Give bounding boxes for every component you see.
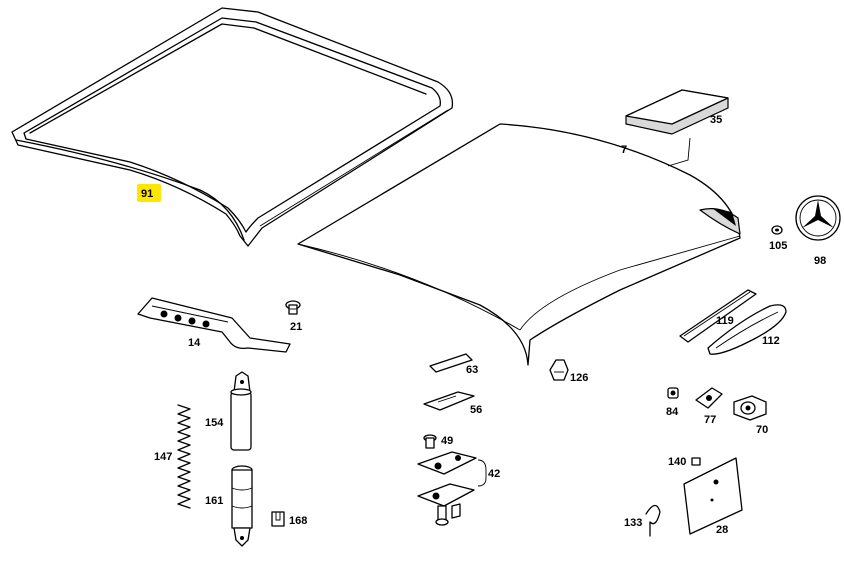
plate-drawing[interactable]	[429, 353, 473, 373]
screw-drawing[interactable]	[423, 434, 437, 449]
highlight-box	[137, 184, 161, 202]
lock-assembly-drawing[interactable]	[417, 451, 477, 526]
label-70[interactable]: 70	[756, 424, 768, 436]
label-49[interactable]: 49	[441, 435, 453, 447]
gas-spring-upper-drawing[interactable]	[230, 371, 252, 451]
label-168[interactable]: 168	[289, 515, 307, 527]
pad-drawing[interactable]	[625, 89, 729, 135]
label-21[interactable]: 21	[290, 321, 302, 333]
lock-frame-drawing[interactable]	[695, 387, 723, 409]
label-147[interactable]: 147	[154, 451, 172, 463]
lock-bracket	[477, 459, 487, 487]
star-emblem-drawing[interactable]	[795, 195, 841, 241]
pad-leader-line	[667, 137, 691, 167]
hinge-drawing[interactable]	[137, 297, 291, 353]
cover-plate-drawing[interactable]	[683, 457, 743, 535]
small-clip-drawing[interactable]	[271, 511, 285, 527]
handle-cover-drawing[interactable]	[707, 304, 787, 355]
label-77[interactable]: 77	[704, 414, 716, 426]
gasket-plate-drawing[interactable]	[423, 391, 475, 411]
small-cap-drawing[interactable]	[691, 457, 701, 466]
label-91[interactable]: 91	[141, 188, 153, 200]
label-112[interactable]: 112	[762, 335, 780, 347]
cable-drawing[interactable]	[645, 504, 661, 537]
label-98[interactable]: 98	[814, 255, 826, 267]
lock-cylinder-drawing[interactable]	[733, 395, 767, 421]
label-28[interactable]: 28	[716, 524, 728, 536]
label-35[interactable]: 35	[710, 114, 722, 126]
label-56[interactable]: 56	[470, 404, 482, 416]
label-14[interactable]: 14	[188, 337, 201, 349]
seal-gasket-drawing[interactable]	[11, 7, 454, 247]
label-7[interactable]: 7	[621, 144, 627, 156]
label-84[interactable]: 84	[666, 406, 679, 418]
label-105[interactable]: 105	[769, 240, 787, 252]
label-140[interactable]: 140	[668, 456, 686, 468]
bolt-drawing[interactable]	[285, 300, 301, 315]
coil-spring-drawing[interactable]	[177, 404, 191, 509]
label-133[interactable]: 133	[624, 517, 642, 529]
label-63[interactable]: 63	[466, 364, 478, 376]
washer-drawing[interactable]	[771, 225, 783, 235]
label-154[interactable]: 154	[205, 417, 224, 429]
nut-drawing[interactable]	[667, 387, 679, 399]
label-161[interactable]: 161	[205, 495, 223, 507]
label-126[interactable]: 126	[570, 372, 588, 384]
gas-spring-lower-drawing[interactable]	[231, 465, 253, 547]
label-42[interactable]: 42	[488, 468, 500, 480]
handle-strip-drawing[interactable]	[679, 289, 757, 343]
label-119[interactable]: 119	[716, 315, 734, 327]
trunk-lid-drawing[interactable]	[297, 123, 741, 366]
clip-drawing[interactable]	[549, 359, 569, 381]
